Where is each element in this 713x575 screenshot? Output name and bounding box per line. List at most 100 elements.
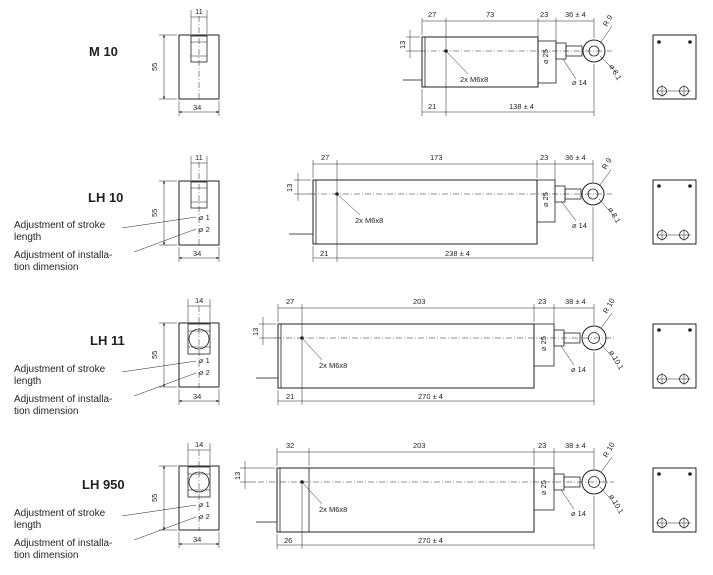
label-dia-2: ⌀ 2 — [199, 512, 210, 521]
dim-end-top: 11 — [195, 153, 203, 162]
dim-bottom-1: 21 — [428, 102, 436, 111]
dim-top-1: 32 — [286, 441, 294, 450]
dim-radius: R 9 — [601, 13, 615, 28]
dim-eye-dia: ⌀ 8.1 — [606, 206, 622, 225]
dim-radius: R 9 — [600, 156, 614, 171]
note-line-3: Adjustment of installa- — [14, 538, 112, 549]
end-view: 11 55 ⌀ 1 ⌀ 2 34 — [150, 153, 220, 262]
label-dia-2: ⌀ 2 — [199, 368, 210, 377]
dim-bottom-2: 238 ± 4 — [445, 249, 470, 258]
dim-end-bottom: 34 — [193, 392, 201, 401]
dim-end-top: 11 — [195, 7, 203, 16]
note-line-4: tion dimension — [14, 406, 78, 417]
model-label: LH 11 — [90, 333, 125, 348]
dim-pin-dia: ⌀ 14 — [571, 365, 586, 374]
dim-top-3: 23 — [540, 153, 548, 162]
dim-top-3: 23 — [538, 297, 546, 306]
dim-height: 13 — [285, 184, 294, 192]
dim-radius: R 10 — [601, 297, 617, 315]
dim-bottom-2: 138 ± 4 — [509, 102, 534, 111]
rear-view — [652, 323, 697, 389]
side-view: 27 173 23 36 ± 4 13 ⌀ 25 2x M6x8 ⌀ 14 R … — [285, 153, 623, 262]
dim-top-3: 23 — [538, 441, 546, 450]
thread-label: 2x M6x8 — [460, 75, 488, 84]
dim-bottom-1: 26 — [284, 536, 292, 545]
dim-body-dia: ⌀ 25 — [541, 192, 550, 207]
dim-height: 13 — [398, 41, 407, 49]
dim-bottom-1: 21 — [286, 392, 294, 401]
note-line-4: tion dimension — [14, 550, 78, 561]
dim-end-top: 14 — [195, 440, 203, 449]
note-line-2: length — [14, 520, 41, 531]
model-label: LH 950 — [82, 477, 125, 492]
dim-body-dia: ⌀ 25 — [539, 480, 548, 495]
rear-view — [652, 34, 697, 100]
end-view: 11 55 34 — [150, 7, 220, 116]
dim-end-side: 55 — [150, 494, 159, 502]
dim-pin-dia: ⌀ 14 — [571, 509, 586, 518]
label-dia-2: ⌀ 2 — [199, 225, 210, 234]
dim-body-dia: ⌀ 25 — [539, 336, 548, 351]
dim-top-2: 203 — [413, 297, 426, 306]
dim-pin-dia: ⌀ 14 — [572, 78, 587, 87]
dim-top-1: 27 — [286, 297, 294, 306]
dim-top-1: 27 — [321, 153, 329, 162]
note-line-2: length — [14, 232, 41, 243]
dim-height: 13 — [251, 328, 260, 336]
dim-eye-dia: ⌀ 10.1 — [607, 493, 625, 516]
label-dia-1: ⌀ 1 — [199, 213, 210, 222]
row-lh950: LH 950 Adjustment of stroke length Adjus… — [14, 440, 697, 561]
dim-pin-dia: ⌀ 14 — [572, 221, 587, 230]
dim-end-side: 55 — [150, 63, 159, 71]
dim-top-1: 27 — [428, 10, 436, 19]
dim-eye-dia: ⌀ 10.1 — [607, 349, 625, 372]
note-line-4: tion dimension — [14, 262, 78, 273]
dim-top-2: 173 — [430, 153, 443, 162]
note-line-1: Adjustment of stroke — [14, 508, 106, 519]
row-lh11: LH 11 Adjustment of stroke length Adjust… — [14, 296, 697, 417]
thread-label: 2x M6x8 — [319, 361, 347, 370]
dim-end-bottom: 34 — [193, 535, 201, 544]
dim-top-4: 38 ± 4 — [565, 441, 586, 450]
dim-top-2: 203 — [413, 441, 426, 450]
label-dia-1: ⌀ 1 — [199, 500, 210, 509]
dim-top-2: 73 — [486, 10, 494, 19]
side-view: 32 203 23 38 ± 4 13 ⌀ 25 2x M6x8 ⌀ 14 R … — [233, 441, 626, 549]
note-line-1: Adjustment of stroke — [14, 220, 106, 231]
dim-end-side: 55 — [150, 209, 159, 217]
label-dia-1: ⌀ 1 — [199, 356, 210, 365]
dim-top-4: 36 ± 4 — [565, 10, 586, 19]
model-label: LH 10 — [88, 190, 123, 205]
end-view: 14 55 ⌀ 1 ⌀ 2 34 — [150, 296, 220, 405]
dim-top-4: 36 ± 4 — [565, 153, 586, 162]
note-line-2: length — [14, 376, 41, 387]
row-lh10: LH 10 Adjustment of stroke length Adjust… — [14, 153, 697, 273]
dim-eye-dia: ⌀ 8.1 — [607, 63, 623, 82]
dim-top-3: 23 — [540, 10, 548, 19]
model-label: M 10 — [89, 44, 118, 59]
thread-label: 2x M6x8 — [355, 216, 383, 225]
note-line-3: Adjustment of installa- — [14, 394, 112, 405]
dim-end-bottom: 34 — [193, 249, 201, 258]
rear-view — [652, 467, 697, 533]
note-line-3: Adjustment of installa- — [14, 250, 112, 261]
dim-end-top: 14 — [195, 296, 203, 305]
side-view: 27 203 23 38 ± 4 13 ⌀ 25 2x M6x8 ⌀ 14 R … — [251, 297, 626, 405]
thread-label: 2x M6x8 — [319, 505, 347, 514]
rear-view — [652, 179, 697, 245]
dim-height: 13 — [233, 472, 242, 480]
dim-bottom-2: 270 ± 4 — [418, 392, 443, 401]
note-line-1: Adjustment of stroke — [14, 364, 106, 375]
dim-body-dia: ⌀ 25 — [541, 49, 550, 64]
dim-end-bottom: 34 — [193, 103, 201, 112]
end-view: 14 55 ⌀ 1 ⌀ 2 34 — [150, 440, 220, 548]
dim-bottom-2: 270 ± 4 — [418, 536, 443, 545]
dim-radius: R 10 — [601, 441, 617, 459]
row-m10: M 10 11 55 34 — [89, 7, 697, 116]
dim-top-4: 38 ± 4 — [565, 297, 586, 306]
dim-bottom-1: 21 — [320, 249, 328, 258]
side-view: 27 73 23 36 ± 4 13 ⌀ 25 2x M6x8 ⌀ 14 R 9… — [398, 10, 624, 116]
dim-end-side: 55 — [150, 351, 159, 359]
